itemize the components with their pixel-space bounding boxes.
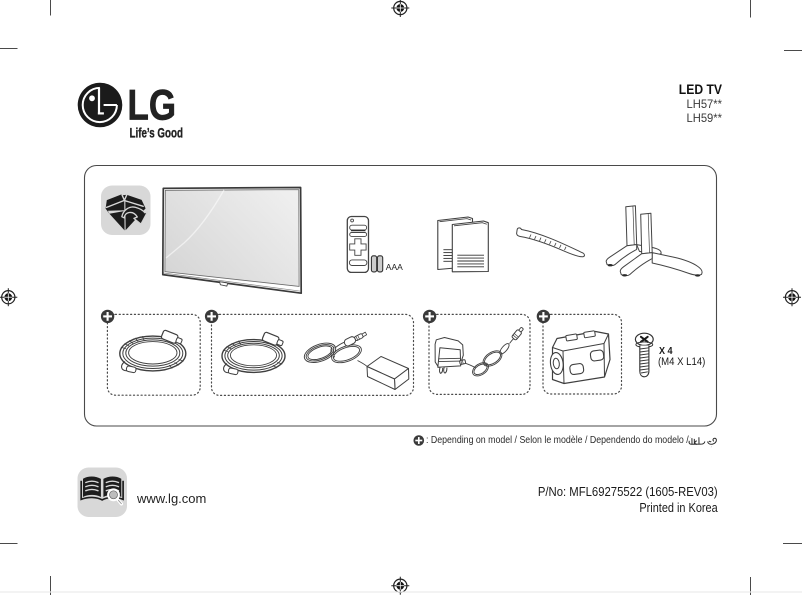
svg-text:LG: LG: [128, 82, 177, 130]
svg-text:Life’s Good: Life’s Good: [130, 124, 184, 140]
